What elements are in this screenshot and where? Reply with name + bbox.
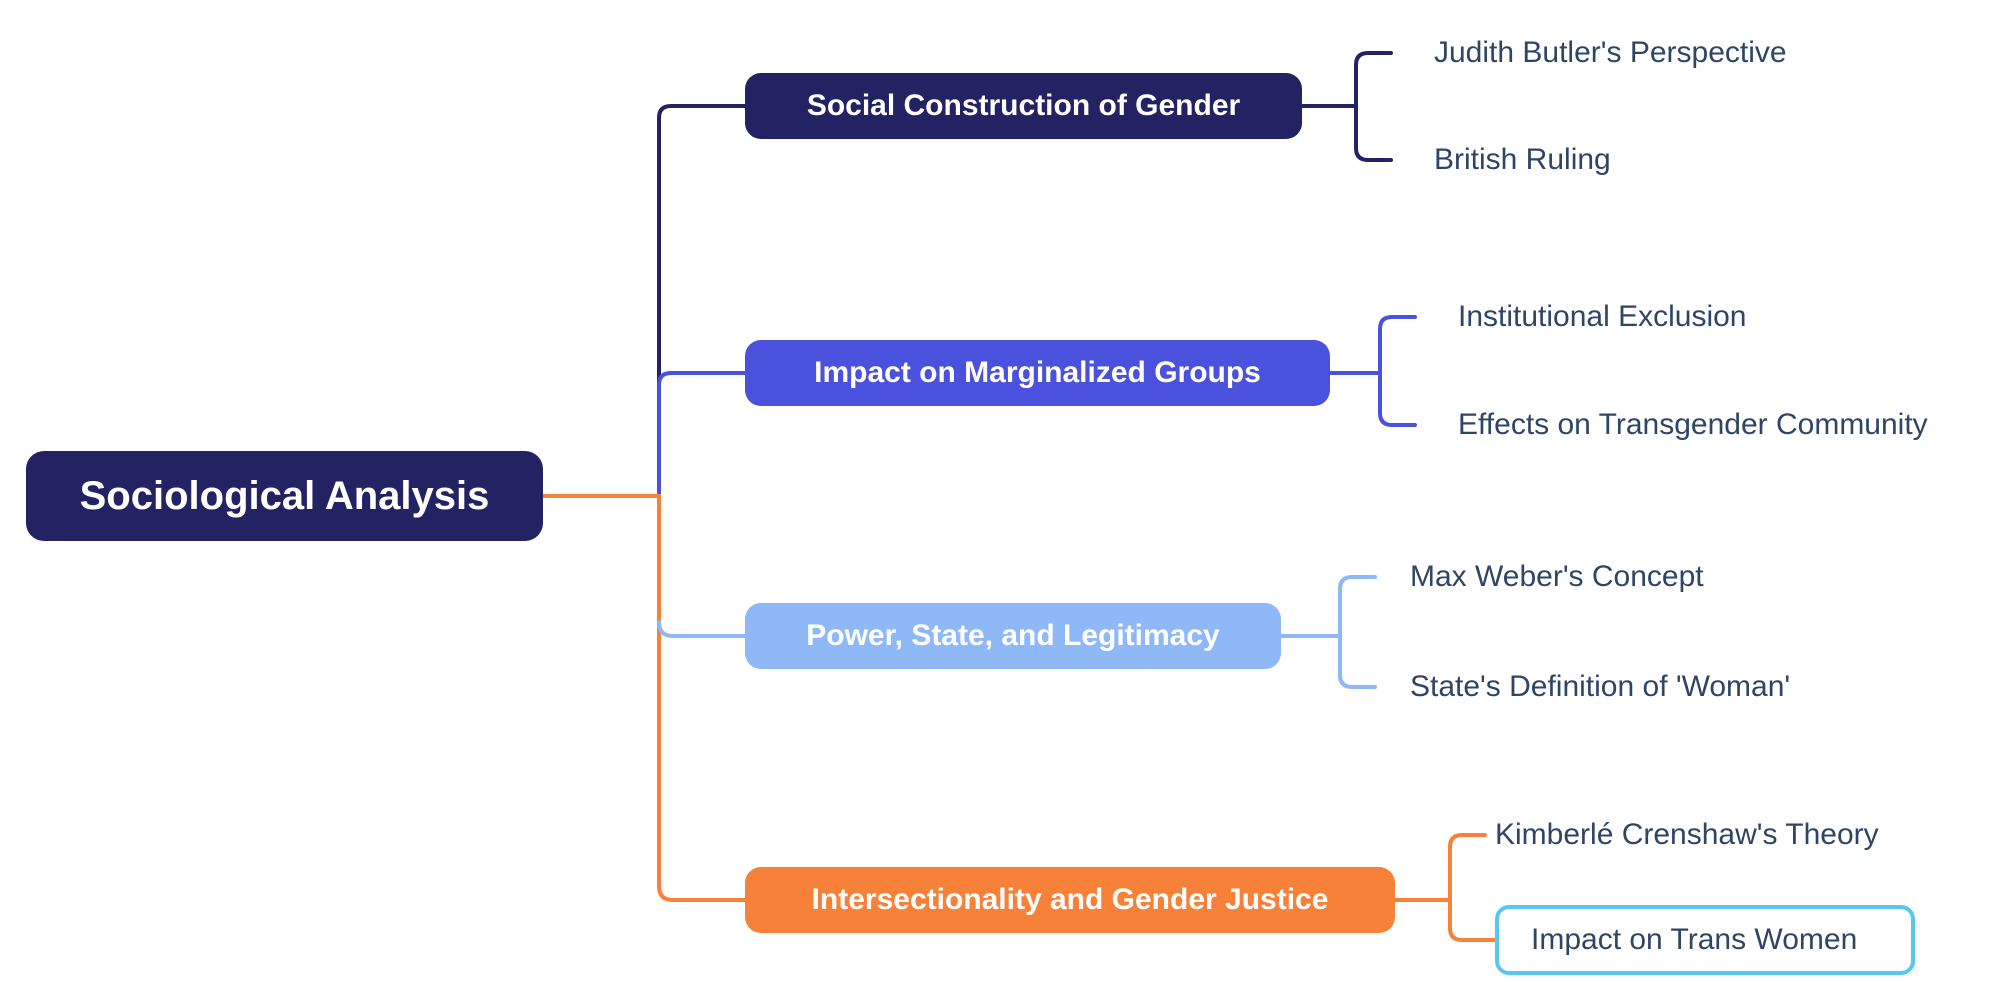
branch-node-social-construction-of-gender[interactable]: Social Construction of Gender xyxy=(745,73,1302,139)
leaf-node-institutional-exclusion[interactable]: Institutional Exclusion xyxy=(1458,300,1747,333)
connector-branch-1-trunk xyxy=(657,104,747,390)
connector-branch-3-elbow xyxy=(657,620,747,638)
connector-branch-2-bracket xyxy=(1378,315,1417,427)
connector-branch-3-bracket xyxy=(1338,575,1377,689)
branch-node-impact-on-marginalized-groups[interactable]: Impact on Marginalized Groups xyxy=(745,340,1330,406)
branch-node-power-state-legitimacy[interactable]: Power, State, and Legitimacy xyxy=(745,603,1281,669)
connector-branch-1-bracket xyxy=(1354,51,1393,162)
leaf-node-max-webers-concept[interactable]: Max Weber's Concept xyxy=(1410,560,1704,593)
leaf-node-effects-on-transgender-community[interactable]: Effects on Transgender Community xyxy=(1458,408,1928,441)
leaf-node-kimberle-crenshaws-theory[interactable]: Kimberlé Crenshaw's Theory xyxy=(1495,818,1879,851)
connector-branch-2-trunk xyxy=(657,371,747,498)
leaf-node-impact-on-trans-women-highlighted[interactable]: Impact on Trans Women xyxy=(1495,905,1915,975)
leaf-node-judith-butlers-perspective[interactable]: Judith Butler's Perspective xyxy=(1434,36,1787,69)
connector-root-and-branch-4-trunk xyxy=(541,494,747,902)
leaf-node-british-ruling[interactable]: British Ruling xyxy=(1434,143,1611,176)
branch-node-intersectionality-gender-justice[interactable]: Intersectionality and Gender Justice xyxy=(745,867,1395,933)
leaf-node-states-definition-of-woman[interactable]: State's Definition of 'Woman' xyxy=(1410,670,1791,703)
root-node-sociological-analysis[interactable]: Sociological Analysis xyxy=(26,451,543,541)
connector-branch-4-bracket xyxy=(1448,833,1498,942)
